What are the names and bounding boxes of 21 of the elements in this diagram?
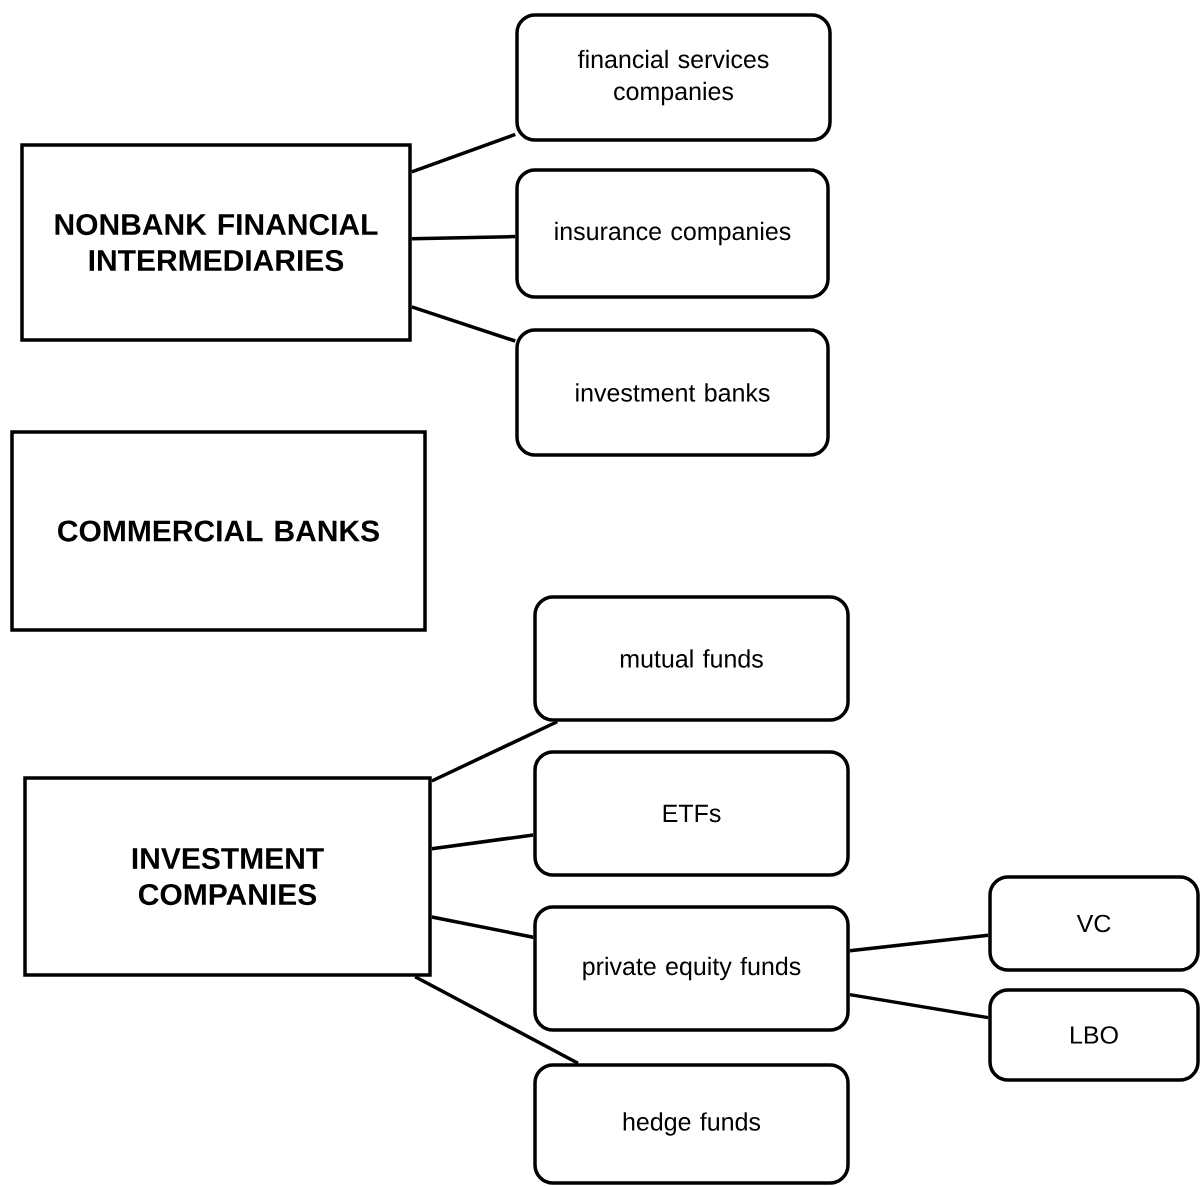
rounded-box: VC [988, 875, 1200, 972]
rounded-box: financial services companies [515, 13, 832, 142]
connector-line [411, 305, 516, 343]
rounded-box: investment banks [515, 328, 830, 457]
rounded-box: mutual funds [533, 595, 850, 722]
connector-line [849, 992, 989, 1020]
connector-line [431, 915, 534, 939]
category-box: COMMERCIAL BANKS [10, 430, 427, 632]
rounded-box: hedge funds [533, 1063, 850, 1185]
connector-line [431, 833, 534, 851]
category-box: NONBANK FINANCIAL INTERMEDIARIES [20, 143, 412, 342]
connector-line [411, 132, 516, 174]
connector-line [849, 933, 989, 953]
connector-line [431, 720, 558, 783]
category-box: INVESTMENT COMPANIES [23, 776, 432, 977]
rounded-box: insurance companies [515, 168, 830, 299]
connector-line [414, 975, 579, 1065]
rounded-box: LBO [988, 988, 1200, 1082]
connector-line [411, 234, 516, 241]
rounded-box: ETFs [533, 750, 850, 877]
rounded-box: private equity funds [533, 905, 850, 1032]
